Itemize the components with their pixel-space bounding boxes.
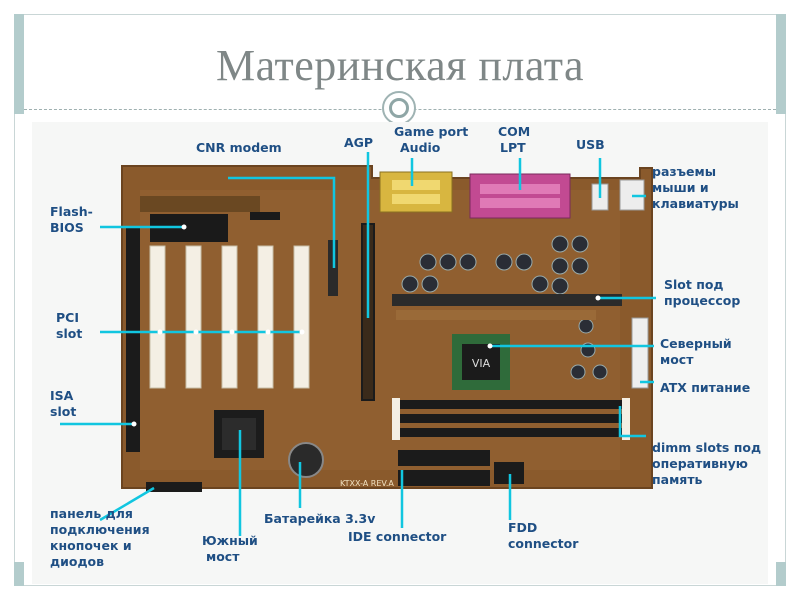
dimm-slots	[392, 398, 630, 440]
label-mouse-keyboard-line3: клавиатуры	[652, 196, 739, 211]
leader-dimm	[618, 406, 646, 438]
label-game-port-line1: Game port	[394, 124, 468, 139]
label-south-bridge-line2: мост	[206, 549, 240, 564]
frame-corner-bottom-left	[14, 562, 24, 586]
cpu-slot	[392, 294, 622, 306]
label-isa-line2: slot	[50, 404, 76, 419]
label-ide-connector: IDE connector	[348, 529, 447, 544]
label-panel-line2: подключения	[50, 522, 150, 537]
label-panel-line4: диодов	[50, 554, 104, 569]
label-mouse-keyboard-line2: мыши и	[652, 180, 709, 195]
cpu-slot-retention	[396, 310, 596, 320]
isa-slot	[126, 226, 140, 452]
label-flash-bios-line1: Flash-	[50, 204, 93, 219]
ide-connectors	[398, 450, 490, 486]
label-panel-line3: кнопочек и	[50, 538, 132, 553]
label-isa-line1: ISA	[50, 388, 74, 403]
atx-power-connector	[631, 317, 649, 389]
board-model-text: KTXX-A REV.A	[340, 479, 394, 488]
label-north-bridge-line2: мост	[660, 352, 694, 367]
flash-bios-chip	[140, 196, 280, 242]
leader-front-panel	[99, 486, 155, 522]
svg-text:VIA: VIA	[472, 357, 491, 370]
battery	[288, 442, 324, 478]
label-cpu-slot-line2: процессор	[664, 293, 740, 308]
game-port-connector	[379, 171, 453, 213]
label-fdd-line2: connector	[508, 536, 579, 551]
frame-corner-bottom-right	[776, 562, 786, 586]
front-panel-header	[146, 482, 202, 492]
label-fdd-line1: FDD	[508, 520, 537, 535]
pci-slots	[149, 245, 310, 389]
label-mouse-keyboard-line1: разъемы	[652, 164, 716, 179]
component-labels: CNR modem AGP Game port Audio COM LPT US…	[50, 124, 761, 569]
north-bridge-chip: VIA	[452, 334, 510, 390]
label-north-bridge-line1: Северный	[660, 336, 732, 351]
label-flash-bios-line2: BIOS	[50, 220, 84, 235]
label-game-port-line2: Audio	[400, 140, 441, 155]
label-agp: AGP	[344, 135, 373, 150]
label-atx-power: ATX питание	[660, 380, 750, 395]
frame-corner-top-left	[14, 14, 24, 114]
page-title: Материнская плата	[215, 41, 585, 90]
label-dimm-line2: оперативную	[652, 456, 748, 471]
label-panel-line1: панель для	[50, 506, 133, 521]
label-pci-line2: slot	[56, 326, 82, 341]
label-usb: USB	[576, 137, 605, 152]
fdd-connector	[494, 462, 524, 484]
label-dimm-line3: память	[652, 472, 703, 487]
leader-dots	[131, 224, 601, 427]
label-battery: Батарейка 3.3v	[264, 511, 375, 526]
frame-corner-top-right	[776, 14, 786, 114]
leader-cnr	[228, 176, 336, 268]
label-com-line1: COM	[498, 124, 530, 139]
slide-frame	[14, 14, 786, 586]
label-cpu-slot-line1: Slot под	[664, 277, 724, 292]
label-pci-line1: PCI	[56, 310, 79, 325]
label-com-line2: LPT	[500, 140, 526, 155]
label-cnr-modem: CNR modem	[196, 140, 282, 155]
label-south-bridge-line1: Южный	[202, 533, 258, 548]
label-dimm-line1: dimm slots под	[652, 440, 761, 455]
